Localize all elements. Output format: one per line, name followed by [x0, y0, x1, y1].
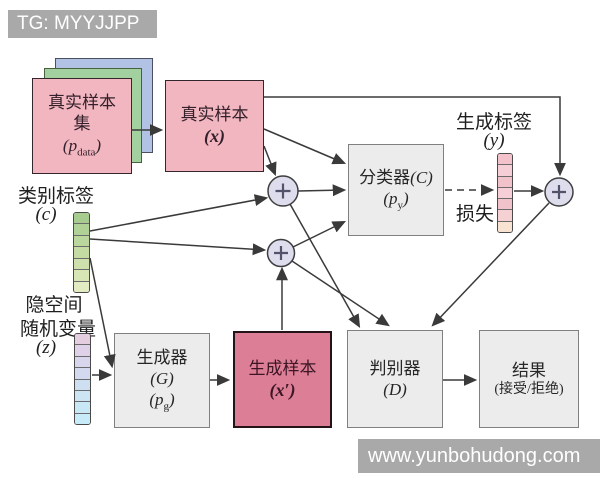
- vector-cell: [498, 154, 512, 165]
- result-subtitle: (接受/拒绝): [494, 381, 564, 397]
- sum-node-upper: [267, 175, 299, 207]
- plus-icon: [552, 185, 566, 199]
- vector-cell: [498, 198, 512, 210]
- classifier-distribution: (py): [383, 189, 409, 212]
- generator-distribution: (pg): [149, 390, 175, 413]
- arrow-real-sample-to-upper-sum: [263, 145, 277, 177]
- vector-cell: [74, 246, 89, 258]
- latent-space-text-line1: 隐空间: [25, 295, 83, 316]
- plus-icon: [275, 183, 291, 199]
- generated-sample-box: 生成样本 (x′): [233, 331, 332, 428]
- latent-variable: (z): [35, 337, 57, 358]
- latent-vector: [74, 333, 91, 425]
- discriminator-box: 判别器 (D): [347, 330, 443, 428]
- vector-cell: [74, 213, 89, 224]
- generated-sample-variable: (x′): [269, 379, 296, 400]
- vector-cell: [498, 164, 512, 176]
- result-title: 结果: [512, 360, 546, 380]
- classifier-box: 分类器(C) (py): [348, 144, 444, 236]
- real-sample-set-title2: 集: [73, 114, 91, 134]
- loss-label: 损失: [455, 204, 494, 225]
- vector-cell: [498, 209, 512, 221]
- vector-cell: [498, 175, 512, 187]
- vector-cell: [75, 401, 90, 413]
- generator-title: 生成器: [136, 347, 188, 367]
- discriminator-title: 判别器: [369, 358, 421, 378]
- result-box: 结果 (接受/拒绝): [479, 330, 579, 428]
- class-label-vector: [73, 212, 90, 293]
- generated-sample-title: 生成样本: [248, 358, 317, 378]
- real-sample-set-distribution: (pdata): [62, 135, 102, 159]
- arrow-real-sample-to-classifier: [263, 128, 347, 165]
- arrow-lower-sum-to-discriminator: [291, 260, 390, 327]
- class-label-text: 类别标签: [17, 186, 94, 207]
- real-sample-title: 真实样本: [180, 105, 249, 125]
- arrow-class-vector-to-upper-sum: [89, 194, 269, 232]
- vector-cell: [75, 355, 90, 368]
- arrow-lower-sum-to-classifier: [292, 221, 347, 248]
- generated-label-variable: (y): [483, 130, 505, 151]
- watermark-tag: TG: MYYJJPP: [8, 10, 157, 38]
- discriminator-variable: (D): [383, 380, 407, 399]
- vector-cell: [74, 234, 89, 247]
- generator-variable: (G): [150, 368, 174, 388]
- vector-cell: [75, 412, 90, 424]
- vector-cell: [75, 334, 90, 345]
- vector-cell: [74, 280, 89, 292]
- vector-cell: [498, 186, 512, 199]
- vector-cell: [75, 378, 90, 390]
- arrow-class-vector-to-lower-sum: [89, 238, 267, 256]
- sum-node-right: [544, 177, 574, 207]
- vector-cell: [75, 389, 90, 402]
- arrow-upper-sum-to-classifier: [297, 184, 347, 197]
- vector-cell: [74, 269, 89, 281]
- generator-box: 生成器 (G) (pg): [114, 333, 210, 428]
- class-label-variable: (c): [35, 204, 57, 225]
- vector-cell: [74, 257, 89, 270]
- plus-icon: [274, 246, 288, 260]
- real-sample-variable: (x): [204, 126, 225, 147]
- watermark-site: www.yunbohudong.com: [358, 439, 600, 473]
- classifier-title: 分类器(C): [359, 167, 433, 187]
- vector-cell: [498, 220, 512, 232]
- vector-cell: [74, 223, 89, 235]
- real-sample-set-box: 真实样本 集 (pdata): [32, 78, 132, 174]
- vector-cell: [75, 344, 90, 356]
- sum-node-lower: [266, 238, 296, 268]
- vector-cell: [75, 367, 90, 379]
- real-sample-box: 真实样本 (x): [165, 80, 264, 172]
- real-sample-set-title: 真实样本: [48, 93, 116, 113]
- generated-label-vector: [497, 153, 513, 233]
